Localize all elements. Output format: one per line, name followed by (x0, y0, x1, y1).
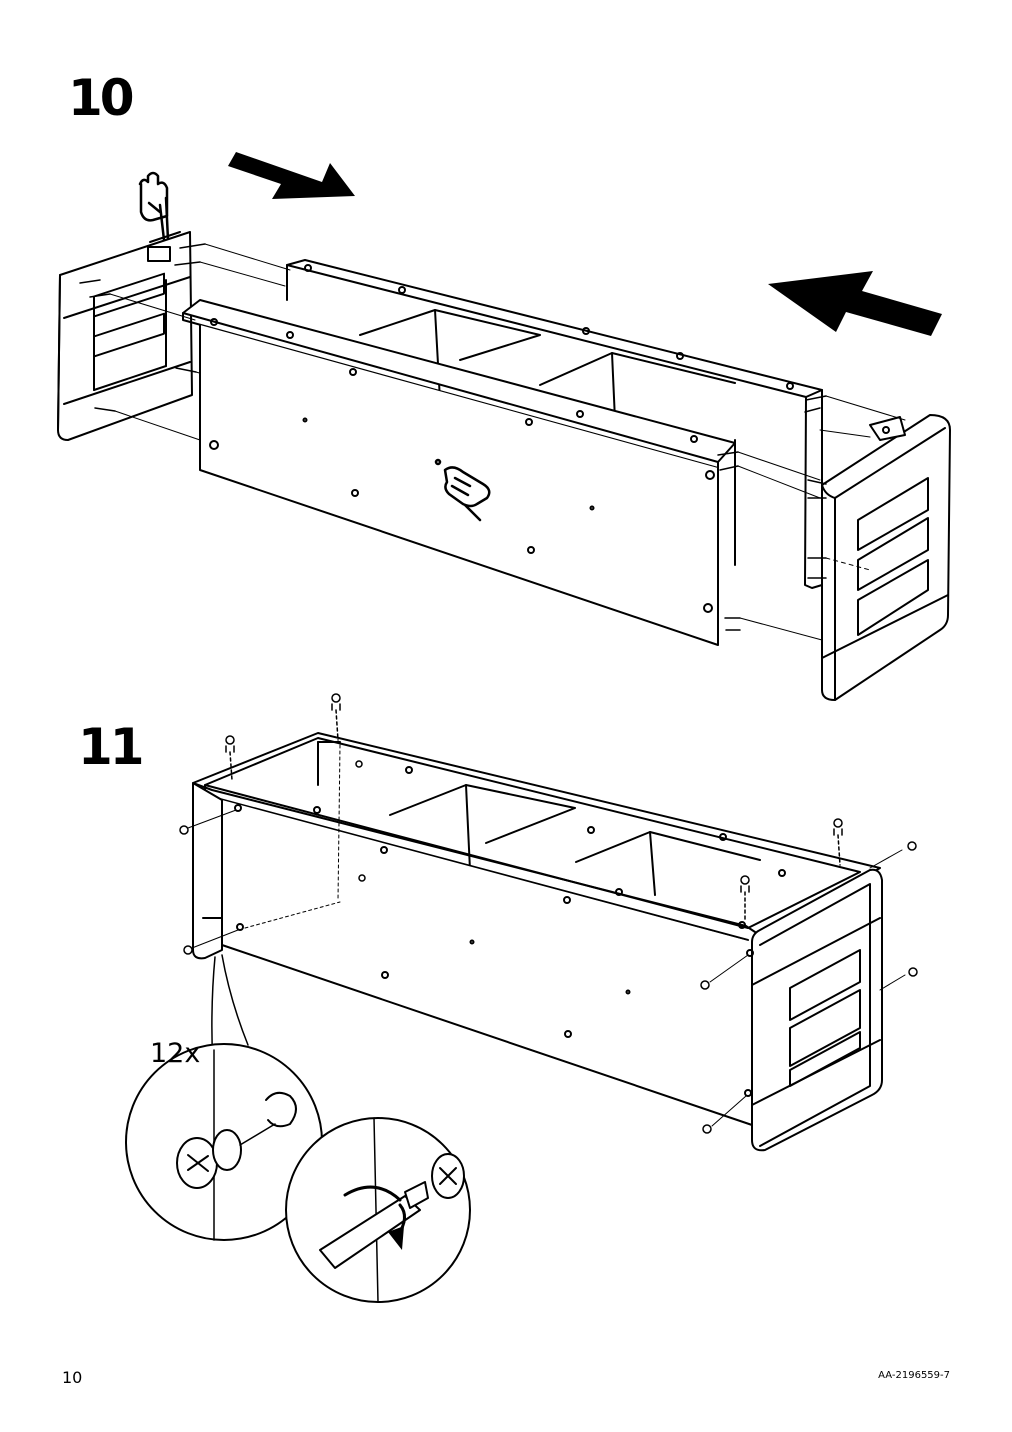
hand-press-icon (138, 171, 170, 242)
detail-circle-cam-lock (125, 1043, 323, 1241)
cabinet-front (221, 799, 753, 1126)
right-end-panel (821, 414, 951, 701)
interior-dividers (359, 309, 736, 566)
cam-lock-icon (431, 1153, 465, 1199)
rotate-arrow-icon (343, 1185, 406, 1250)
cam-lock-icon (907, 841, 917, 851)
cabinet-left-end (192, 782, 244, 960)
cabinet-right-end (744, 868, 883, 1152)
dowels-right (717, 395, 906, 641)
cam-lock-icon (183, 945, 193, 955)
quantity-label: 12x (150, 1038, 201, 1069)
hand-hold-icon (434, 458, 491, 522)
cam-lock-icon (702, 1124, 712, 1134)
cam-lock-icon (355, 760, 363, 768)
cam-lock-icon (908, 967, 918, 977)
arrow-right-icon (228, 152, 355, 199)
cam-locks (179, 693, 918, 1134)
left-end-panel (57, 231, 193, 441)
cam-lock-icon (833, 818, 843, 836)
step-10-illustration (57, 152, 951, 701)
document-code: AA-2196559-7 (878, 1370, 950, 1381)
cam-lock-icon (179, 825, 189, 835)
cam-lock-icon (176, 1129, 242, 1189)
page-number: 10 (62, 1368, 83, 1387)
cam-lock-icon (358, 874, 366, 882)
detail-circle-screwdriver (285, 1117, 471, 1303)
cam-lock-icon (225, 735, 235, 753)
step-number-10: 10 (68, 69, 135, 127)
cam-lock-icon (740, 875, 750, 893)
step-number-11: 11 (78, 718, 145, 776)
detail-pointer (221, 954, 249, 1046)
arrow-left-icon (768, 271, 942, 336)
screwdriver-icon (319, 1181, 429, 1269)
cam-lock-icon (700, 980, 710, 990)
cabinet-interior (317, 741, 761, 896)
cabinet-top (192, 732, 881, 941)
